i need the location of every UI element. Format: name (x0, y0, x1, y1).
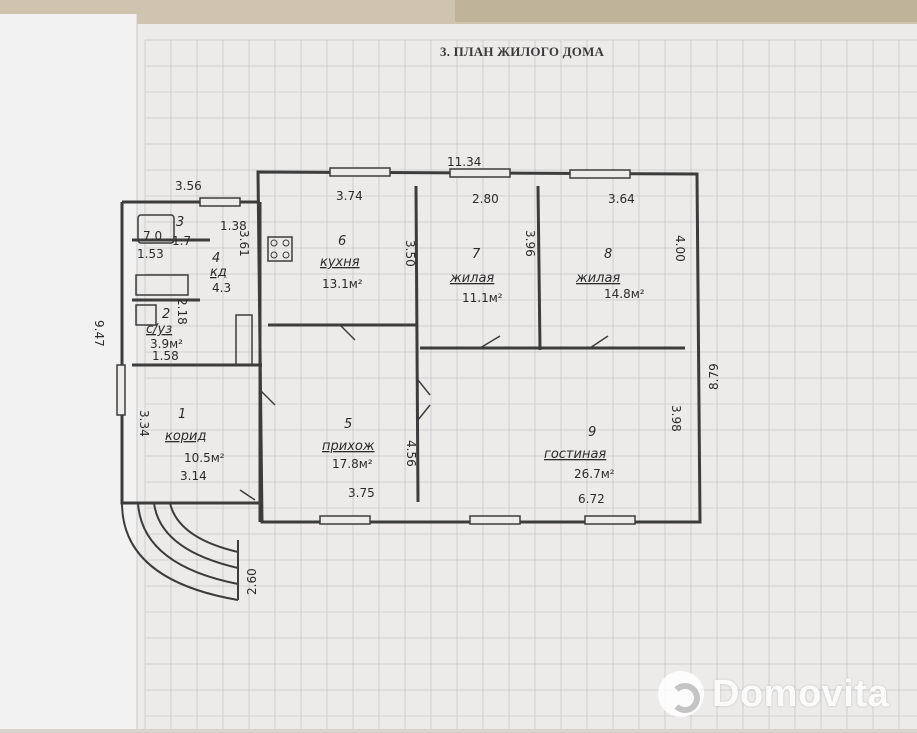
svg-text:7: 7 (472, 247, 481, 262)
svg-text:3.9м²: 3.9м² (150, 337, 183, 351)
svg-text:кд: кд (210, 265, 227, 280)
svg-text:жилая: жилая (575, 271, 620, 286)
svg-text:корид: корид (165, 429, 207, 444)
svg-text:1: 1 (178, 407, 186, 422)
room-bathroom: 2 с/уз 3.9м² (146, 307, 183, 351)
svg-text:гостиная: гостиная (544, 447, 606, 462)
dim-corridor-depth: 4.56 (404, 440, 418, 467)
boiler-text: 7.0 (143, 229, 162, 243)
room-living: 9 гостиная 26.7м² (544, 425, 615, 481)
dim-living-width: 6.72 (578, 492, 605, 506)
dim-room8-width: 3.64 (608, 192, 635, 206)
dim-annex-width: 3.56 (175, 179, 202, 193)
dim-porch-width: 2.60 (245, 568, 259, 595)
dim-living-depth: 3.98 (669, 405, 683, 432)
windows (116, 167, 636, 525)
dim-kitchen-width: 3.74 (336, 189, 363, 203)
svg-text:4: 4 (212, 251, 220, 266)
svg-text:26.7м²: 26.7м² (574, 467, 615, 481)
dim-corridor-width: 3.75 (348, 486, 375, 500)
svg-text:14.8м²: 14.8м² (604, 287, 645, 301)
bath-fixtures (135, 214, 189, 326)
room-corridor: 1 корид 10.5м² (165, 407, 225, 465)
doors (235, 314, 609, 501)
sheet-title: 3. ПЛАН ЖИЛОГО ДОМА (440, 44, 605, 59)
dim-room8-depth: 4.00 (673, 235, 687, 262)
dim-house-width: 11.34 (447, 155, 481, 169)
svg-text:9: 9 (588, 425, 596, 440)
porch-steps (121, 502, 239, 601)
svg-text:8: 8 (604, 247, 612, 262)
dim-hall-width: 3.14 (180, 469, 207, 483)
dim-bath-depth: 2.18 (175, 298, 189, 325)
room-wc: 3 1.7 (172, 215, 191, 248)
dim-room7-depth: 3.96 (523, 230, 537, 257)
svg-text:10.5м²: 10.5м² (184, 451, 225, 465)
watermark-text: Domovita (712, 672, 890, 715)
dim-house-depth: 8.79 (707, 363, 721, 390)
dim-kitchen-depth: 3.50 (403, 240, 417, 267)
dim-boiler-depth: 3.61 (237, 230, 251, 257)
dim-wc3-width: 1.38 (220, 219, 247, 233)
svg-text:3: 3 (176, 215, 184, 230)
stove-icon (267, 236, 293, 262)
room-entrance-hall: 5 прихож 17.8м² (322, 417, 375, 471)
svg-text:2: 2 (162, 307, 170, 322)
room-boiler: 4 кд 4.3 (210, 251, 231, 295)
walls (120, 170, 702, 524)
dim-bath-small: 1.53 (137, 247, 164, 261)
dim-annex-depth: 9.47 (92, 320, 106, 347)
svg-text:6: 6 (338, 234, 346, 249)
svg-text:1.7: 1.7 (172, 234, 191, 248)
svg-text:5: 5 (344, 417, 352, 432)
svg-text:17.8м²: 17.8м² (332, 457, 373, 471)
domovita-logo-icon (658, 671, 704, 717)
svg-text:с/уз: с/уз (146, 322, 172, 337)
svg-text:прихож: прихож (322, 439, 375, 454)
room-8: 8 жилая 14.8м² (575, 247, 645, 301)
dim-bath-width: 1.58 (152, 349, 179, 363)
svg-text:13.1м²: 13.1м² (322, 277, 363, 291)
room-kitchen: 6 кухня 13.1м² (320, 234, 363, 291)
room-7: 7 жилая 11.1м² (449, 247, 503, 305)
watermark-logo: Domovita (658, 668, 889, 720)
svg-text:4.3: 4.3 (212, 281, 231, 295)
svg-text:жилая: жилая (449, 271, 494, 286)
svg-text:11.1м²: 11.1м² (462, 291, 503, 305)
dim-hall-depth: 3.34 (137, 410, 151, 437)
dim-room7-width: 2.80 (472, 192, 499, 206)
svg-text:кухня: кухня (320, 255, 360, 270)
